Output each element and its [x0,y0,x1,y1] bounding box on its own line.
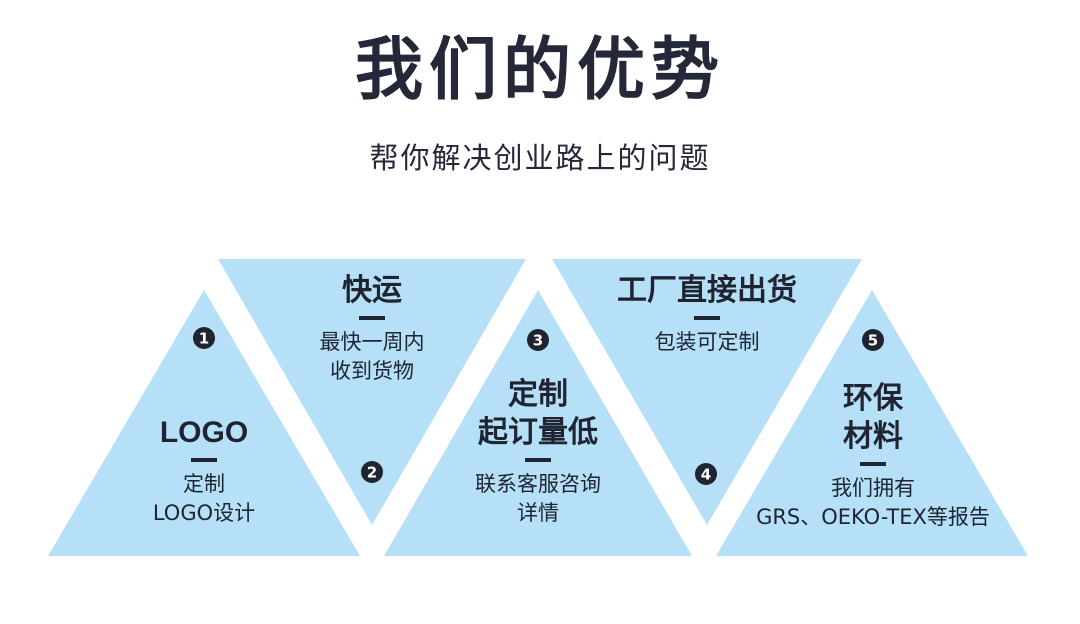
number-badge-5-text: 5 [868,332,878,350]
triangle-down-2 [218,259,526,525]
feature-fast-shipping-divider [359,316,385,320]
feature-low-moq-heading-2: 起订量低 [478,415,598,450]
feature-low-moq-heading-1: 定制 [508,377,568,412]
triangle-up-1 [48,290,360,556]
feature-eco-materials: 环保 材料 我们拥有 GRS、OEKO-TEX等报告 [732,380,1014,532]
feature-factory-direct-line-1: 包装可定制 [654,330,760,354]
feature-factory-direct: 工厂直接出货 包装可定制 [587,272,827,357]
number-badge-3: 3 [527,329,549,351]
feature-low-moq-line-1: 联系客服咨询 [475,472,601,496]
feature-fast-shipping-heading: 快运 [342,273,402,308]
feature-fast-shipping: 快运 最快一周内 收到货物 [272,272,472,386]
feature-logo-line-2: LOGO设计 [152,501,256,525]
number-badge-3-text: 3 [533,332,543,350]
page-title: 我们的优势 [354,31,725,110]
feature-factory-direct-heading: 工厂直接出货 [617,273,797,308]
feature-fast-shipping-line-1: 最快一周内 [319,330,425,354]
feature-eco-materials-divider [860,462,886,466]
number-badge-2-text: 2 [367,464,377,482]
number-badge-4-text: 4 [701,466,711,484]
number-badge-1: 1 [193,327,215,349]
feature-logo-line-1: 定制 [183,472,225,496]
number-badge-2: 2 [361,461,383,483]
number-badge-4: 4 [695,463,717,485]
feature-eco-materials-line-1: 我们拥有 [831,476,915,500]
feature-eco-materials-heading-2: 材料 [843,419,903,454]
feature-logo: LOGO 定制 LOGO设计 [104,414,304,528]
triangle-up-3 [384,290,692,556]
feature-eco-materials-line-2: GRS、OEKO-TEX等报告 [756,505,990,529]
feature-low-moq-divider [525,458,551,462]
page-subtitle: 帮你解决创业路上的问题 [369,141,711,175]
number-badge-1-text: 1 [199,330,209,348]
feature-low-moq-line-2: 详情 [517,501,559,525]
feature-logo-heading: LOGO [159,416,249,449]
triangle-up-5 [716,290,1028,556]
feature-low-moq: 定制 起订量低 联系客服咨询 详情 [428,376,648,528]
feature-factory-direct-divider [694,316,720,320]
number-badge-5: 5 [862,329,884,351]
feature-logo-divider [191,458,217,462]
feature-fast-shipping-line-2: 收到货物 [330,359,414,383]
feature-eco-materials-heading-1: 环保 [843,381,903,416]
triangle-down-4 [552,259,862,525]
